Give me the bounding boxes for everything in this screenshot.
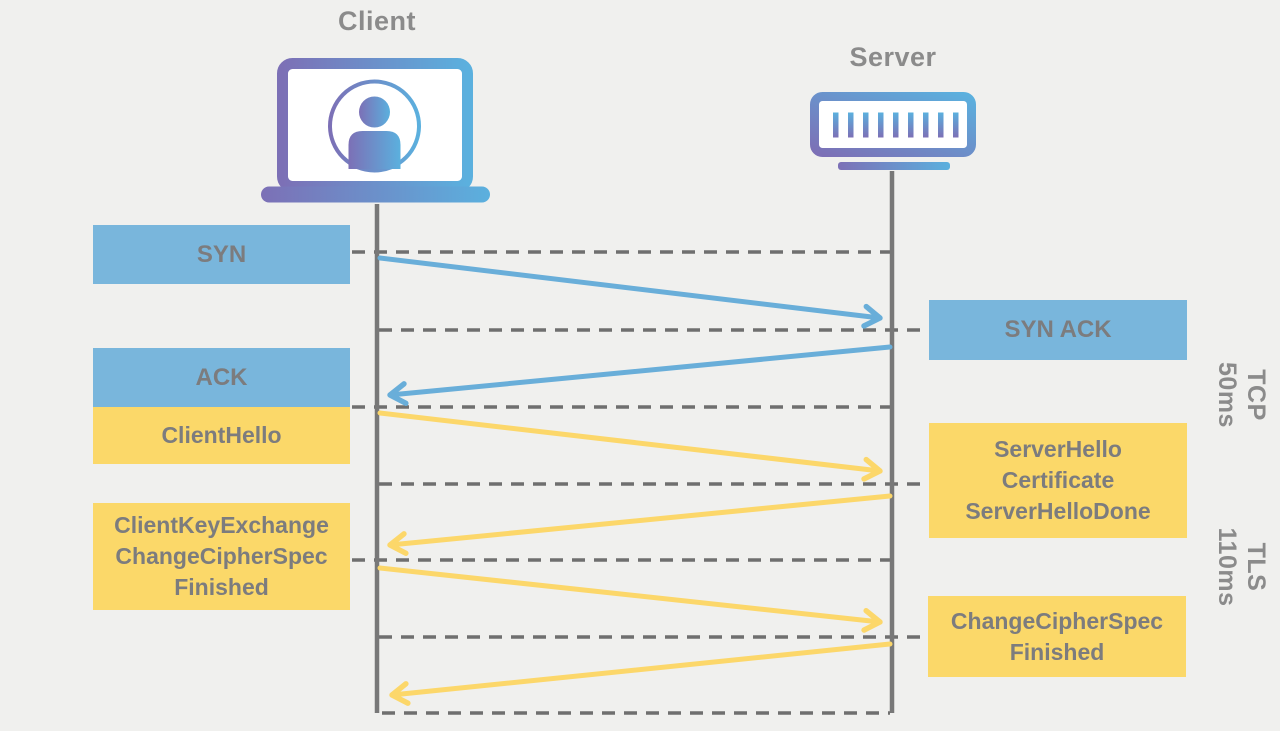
user-avatar-circle — [328, 79, 421, 173]
message-label: ACK — [195, 363, 248, 391]
user-head — [359, 96, 390, 128]
message-box-syn: SYN — [93, 225, 350, 284]
message-arrows — [377, 255, 893, 706]
message-label: ClientKeyExchange — [114, 512, 329, 538]
message-box-change-cipher-spec: ChangeCipherSpec Finished — [928, 596, 1186, 677]
message-label: Certificate — [1001, 467, 1115, 493]
message-box-syn-ack: SYN ACK — [929, 300, 1187, 360]
message-box-client-hello: ClientHello — [93, 407, 350, 464]
phase-label-tls: TLS 110ms — [1212, 507, 1270, 627]
phase-latency: 110ms — [1213, 527, 1241, 607]
phase-latency: 50ms — [1213, 362, 1241, 428]
server-icon — [810, 92, 976, 170]
laptop-base — [261, 186, 490, 203]
server-base — [838, 162, 950, 170]
message-label: ChangeCipherSpec — [950, 607, 1164, 634]
phase-protocol: TCP — [1242, 369, 1270, 421]
client-title: Client — [337, 6, 416, 36]
message-label: Finished — [174, 574, 269, 600]
message-label: ServerHello — [994, 436, 1122, 462]
message-label: SYN ACK — [1004, 316, 1112, 343]
lifelines — [374, 171, 895, 713]
arrow-server-hello — [387, 493, 893, 556]
message-label: SYN — [196, 240, 247, 268]
user-body — [348, 131, 401, 169]
arrow-syn-ack — [387, 344, 893, 406]
message-box-server-hello: ServerHello Certificate ServerHelloDone — [929, 423, 1187, 538]
phase-label-tcp: TCP 50ms — [1212, 335, 1270, 455]
message-box-client-key-exchange: ClientKeyExchange ChangeCipherSpec Finis… — [93, 503, 350, 610]
arrow-change-cipher-spec — [389, 641, 893, 706]
arrow-ack-client-hello — [377, 410, 883, 482]
message-label: ClientHello — [161, 422, 282, 448]
timeline-dashes — [352, 250, 927, 715]
message-label: ServerHelloDone — [965, 498, 1151, 524]
phase-protocol: TLS — [1242, 542, 1270, 592]
arrow-client-key-exchange — [377, 565, 883, 633]
message-label: ChangeCipherSpec — [115, 543, 328, 569]
server-title: Server — [849, 42, 937, 72]
message-box-ack: ACK — [93, 348, 350, 407]
arrow-syn — [377, 255, 883, 329]
laptop-user-icon — [261, 58, 490, 203]
message-label: Finished — [1009, 638, 1105, 665]
server-slots — [833, 112, 959, 138]
